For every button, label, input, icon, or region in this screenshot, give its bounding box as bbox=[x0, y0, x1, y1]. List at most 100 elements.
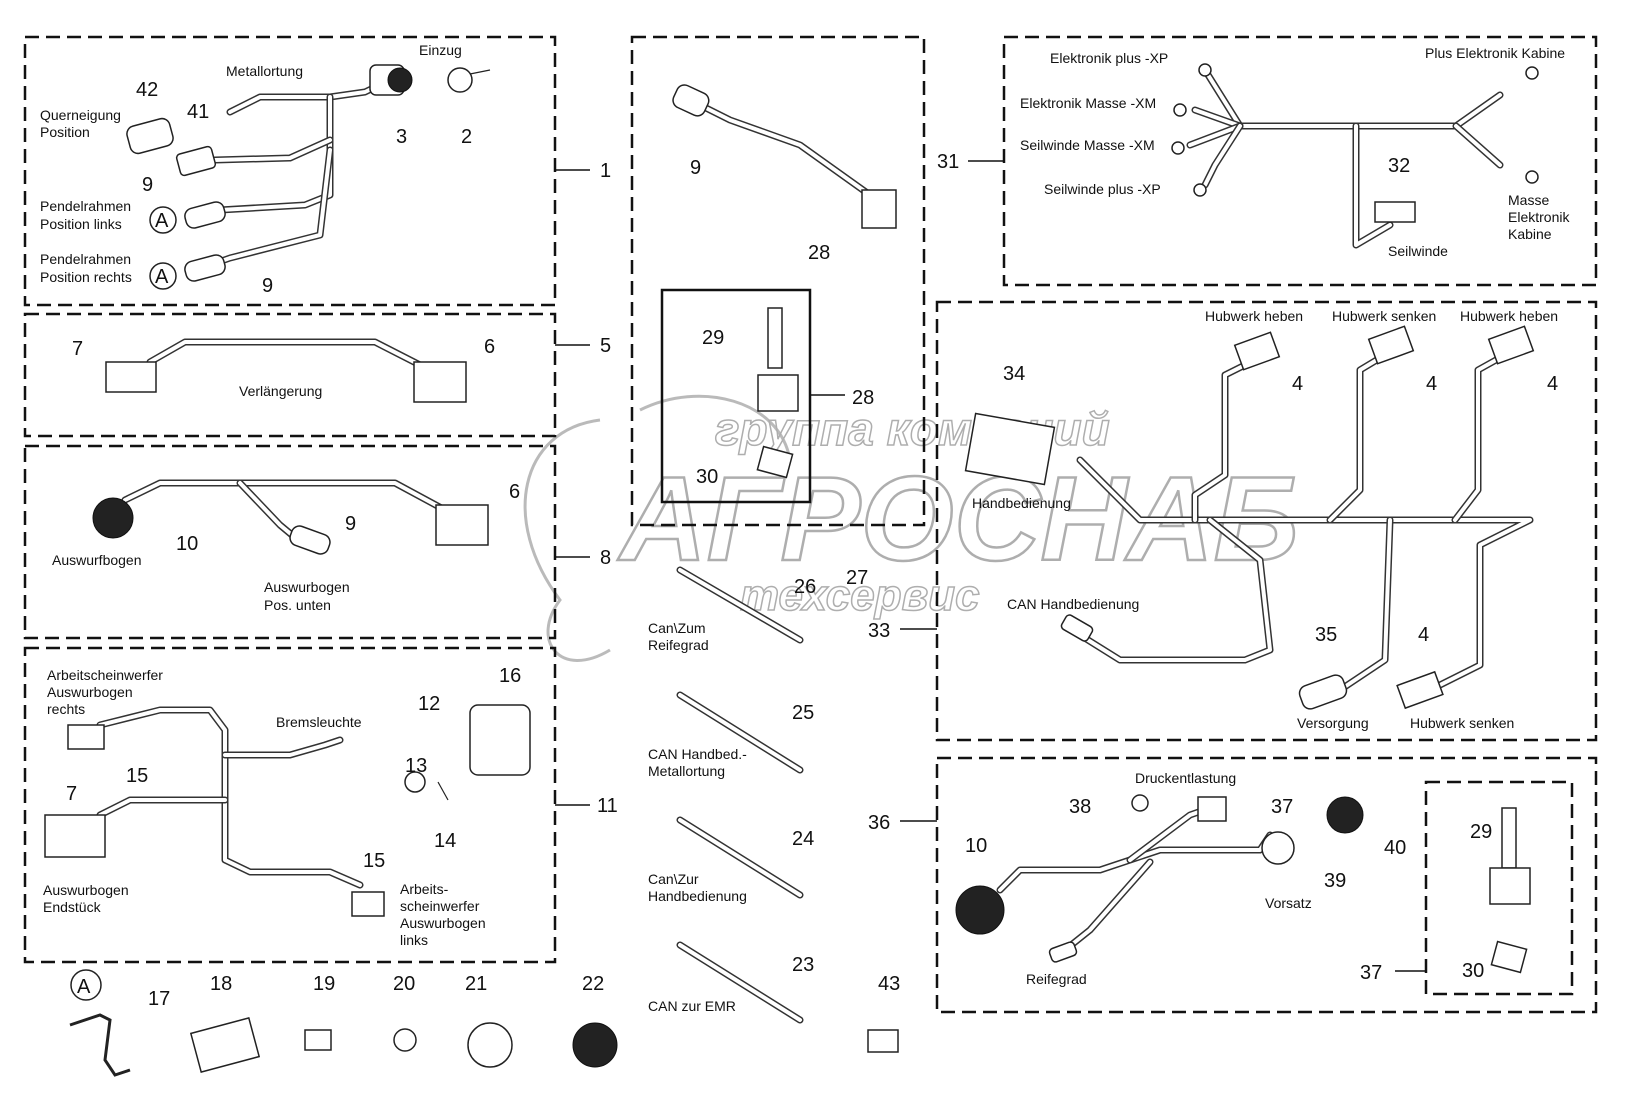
connector-4a-icon bbox=[1233, 331, 1281, 371]
callout-29-g37: 29 bbox=[1470, 821, 1492, 843]
center-column: 9 28 29 28 30 26 27 Can\Zum Reifegrad 25… bbox=[648, 84, 900, 1053]
ring-terminal-xp-icon bbox=[1198, 63, 1212, 77]
callout-43: 43 bbox=[878, 973, 900, 995]
callout-12: 12 bbox=[418, 693, 440, 715]
callout-group-8: 8 bbox=[600, 547, 611, 569]
callout-group-33: 33 bbox=[868, 620, 890, 642]
label-auswurfbogen-unten-1: Auswurbogen bbox=[264, 579, 350, 595]
brake-light-16-icon bbox=[469, 704, 531, 776]
callout-14: 14 bbox=[434, 830, 456, 852]
marker-a-2: A bbox=[155, 266, 169, 288]
callout-3: 3 bbox=[396, 126, 407, 148]
callout-30-g37: 30 bbox=[1462, 960, 1484, 982]
label-masse-kabine-3: Kabine bbox=[1508, 226, 1552, 242]
callout-39: 39 bbox=[1324, 870, 1346, 892]
callout-28a: 28 bbox=[808, 242, 830, 264]
connector-4c-icon bbox=[1487, 325, 1535, 365]
callout-17: 17 bbox=[148, 988, 170, 1010]
ring-terminal-masse-kabine-icon bbox=[1525, 170, 1539, 184]
callout-40: 40 bbox=[1384, 837, 1406, 859]
label-druckentlastung: Druckentlastung bbox=[1135, 770, 1236, 786]
connector-35-icon bbox=[1298, 674, 1348, 710]
callout-20: 20 bbox=[393, 973, 415, 995]
callout-group-36: 36 bbox=[868, 812, 890, 834]
group-box-11 bbox=[23, 646, 557, 964]
callout-7-g11: 7 bbox=[66, 783, 77, 805]
callout-38: 38 bbox=[1069, 796, 1091, 818]
group-box-5 bbox=[23, 312, 557, 438]
harness-group-33: Hubwerk heben Hubwerk senken Hubwerk heb… bbox=[868, 308, 1558, 731]
label-querneigung-1: Querneigung bbox=[40, 107, 121, 123]
label-pendel-links-1: Pendelrahmen bbox=[40, 198, 131, 214]
callout-4d: 4 bbox=[1418, 624, 1429, 646]
callout-37a: 37 bbox=[1271, 796, 1293, 818]
harness-group-11: Arbeitscheinwerfer Auswurbogen rechts Br… bbox=[43, 665, 618, 948]
ring-terminal-xm-icon bbox=[1173, 103, 1187, 117]
callout-7: 7 bbox=[72, 338, 83, 360]
watermark-line3: техсервис bbox=[740, 571, 980, 620]
label-pendel-rechts-2: Position rechts bbox=[40, 269, 132, 285]
callout-group-1: 1 bbox=[600, 160, 611, 182]
seal-30-icon bbox=[756, 445, 794, 479]
connector-6-icon bbox=[413, 361, 467, 403]
connector-42-icon bbox=[126, 117, 174, 155]
callout-15a: 15 bbox=[126, 765, 148, 787]
callout-9-g8: 9 bbox=[345, 513, 356, 535]
label-handbedienung: Handbedienung bbox=[972, 495, 1071, 511]
group-box-1 bbox=[23, 35, 557, 307]
label-endstueck-2: Endstück bbox=[43, 899, 102, 915]
group-box-center bbox=[630, 35, 926, 527]
label-metallortung: Metallortung bbox=[226, 63, 303, 79]
label-einzug: Einzug bbox=[419, 42, 462, 58]
label-plus-kabine: Plus Elektronik Kabine bbox=[1425, 45, 1565, 61]
marker-a-bottom-icon bbox=[70, 969, 102, 1001]
label-verlaengerung: Verlängerung bbox=[239, 383, 322, 399]
callout-23: 23 bbox=[792, 954, 814, 976]
callout-42: 42 bbox=[136, 79, 158, 101]
callout-10-g36: 10 bbox=[965, 835, 987, 857]
callout-30: 30 bbox=[696, 466, 718, 488]
can-plug-icon bbox=[1060, 614, 1094, 642]
connector-39-icon bbox=[1261, 831, 1295, 865]
connector-reifegrad-icon bbox=[1048, 941, 1078, 963]
control-unit-34-icon bbox=[964, 412, 1056, 486]
group-box-33 bbox=[935, 300, 1598, 742]
valve-plug-28-icon bbox=[757, 374, 799, 412]
label-auswurfbogen: Auswurfbogen bbox=[52, 552, 142, 568]
label-masse-kabine-2: Elektronik bbox=[1508, 209, 1570, 225]
label-ar-links-1: Arbeits- bbox=[400, 881, 449, 897]
label-can-handbedienung: CAN Handbedienung bbox=[1007, 596, 1139, 612]
connector-9-g8-icon bbox=[289, 525, 331, 555]
callout-6-g8: 6 bbox=[509, 481, 520, 503]
callout-32: 32 bbox=[1388, 155, 1410, 177]
connector-28a-icon bbox=[861, 189, 897, 229]
group-box-8 bbox=[23, 444, 557, 640]
callout-15b: 15 bbox=[363, 850, 385, 872]
connector-38-icon bbox=[1131, 794, 1149, 812]
callout-group-31: 31 bbox=[937, 151, 959, 173]
callout-9-center: 9 bbox=[690, 157, 701, 179]
connector-9a-icon bbox=[184, 201, 226, 229]
callout-18: 18 bbox=[210, 973, 232, 995]
label-c25-2: Metallortung bbox=[648, 763, 725, 779]
label-hub-heben-2: Hubwerk heben bbox=[1460, 308, 1558, 324]
callout-29: 29 bbox=[702, 327, 724, 349]
callout-group-11: 11 bbox=[597, 795, 618, 817]
callout-4a: 4 bbox=[1292, 373, 1303, 395]
callout-16: 16 bbox=[499, 665, 521, 687]
group-box-31 bbox=[1002, 35, 1598, 287]
block-18-icon bbox=[189, 1016, 261, 1074]
callout-4b: 4 bbox=[1426, 373, 1437, 395]
label-auswurfbogen-unten-2: Pos. unten bbox=[264, 597, 331, 613]
callout-27: 27 bbox=[846, 567, 868, 589]
connector-9-center-icon bbox=[672, 84, 710, 117]
ring-terminal-plus-kabine-icon bbox=[1525, 66, 1539, 80]
plug-2-icon bbox=[447, 67, 473, 93]
harness-group-5: Verlängerung 7 6 5 bbox=[72, 335, 611, 403]
connector-7-icon bbox=[105, 361, 157, 393]
callout-25: 25 bbox=[792, 702, 814, 724]
label-c23: CAN zur EMR bbox=[648, 998, 736, 1014]
connector-6-g8-icon bbox=[435, 504, 489, 546]
socket-21-icon bbox=[467, 1022, 513, 1068]
